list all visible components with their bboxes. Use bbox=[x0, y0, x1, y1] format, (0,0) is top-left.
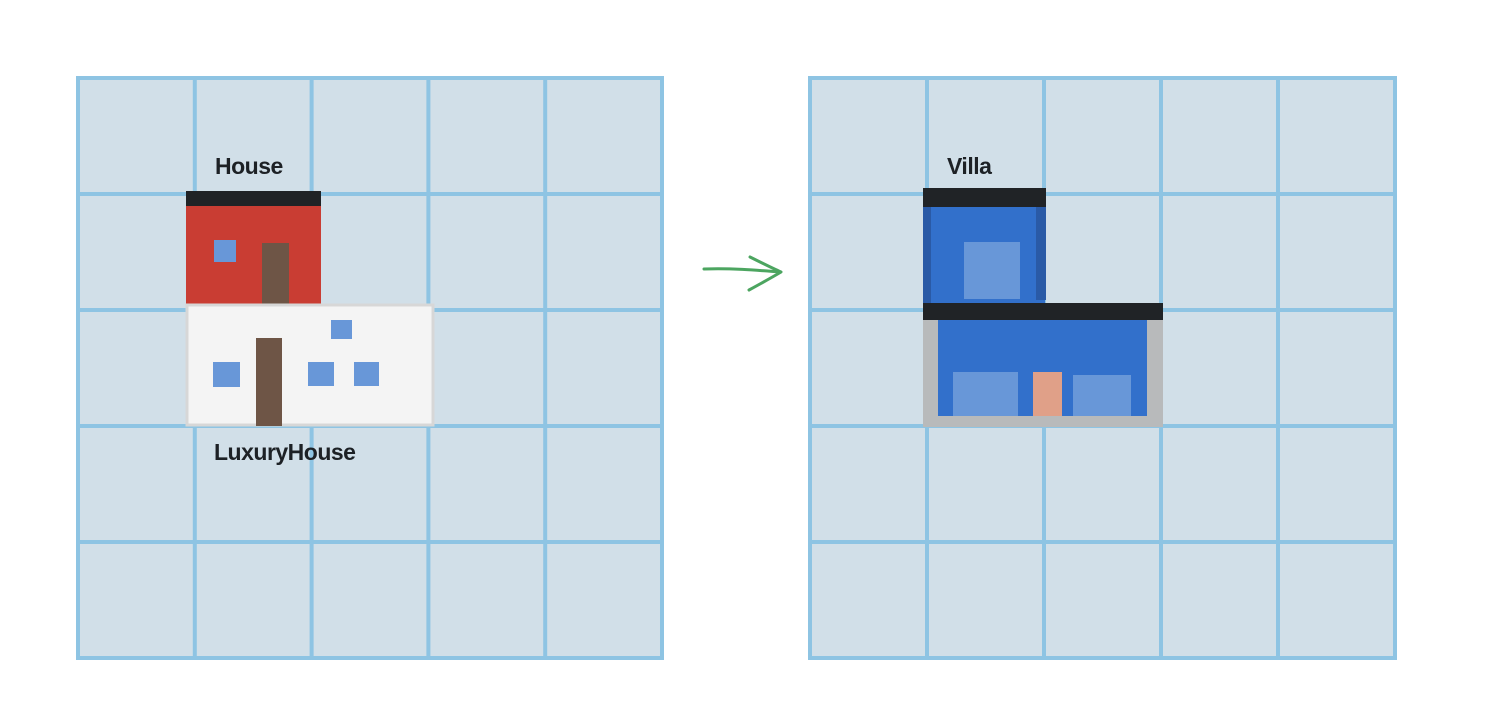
house-wall bbox=[186, 200, 321, 306]
villa-upper-window bbox=[964, 242, 1020, 299]
villa-upper-shade bbox=[1036, 198, 1046, 300]
luxury-house-window bbox=[331, 320, 352, 339]
house-roof bbox=[186, 191, 321, 206]
luxury-house-building[interactable] bbox=[185, 303, 435, 427]
villa-building[interactable] bbox=[923, 188, 1163, 427]
villa-lower-window bbox=[953, 372, 1018, 416]
luxury-house-window bbox=[213, 362, 240, 387]
board-after: Villa bbox=[808, 76, 1397, 660]
villa-upper-roof bbox=[923, 188, 1046, 207]
board-after-grid bbox=[808, 76, 1397, 660]
villa-door bbox=[1033, 372, 1062, 416]
villa-label: Villa bbox=[947, 153, 992, 179]
luxury-house-door bbox=[256, 338, 282, 426]
arrow-right-icon bbox=[702, 255, 783, 292]
luxury-house-window bbox=[354, 362, 379, 386]
house-label: House bbox=[215, 153, 283, 179]
house-window bbox=[214, 240, 236, 262]
house-door bbox=[262, 243, 289, 306]
house-building[interactable] bbox=[186, 191, 321, 306]
luxury-house-window bbox=[308, 362, 334, 386]
villa-lower-roof bbox=[923, 303, 1163, 320]
villa-upper-shade bbox=[923, 198, 931, 308]
board-before: House LuxuryHouse bbox=[76, 76, 664, 660]
luxury-house-label: LuxuryHouse bbox=[214, 439, 355, 465]
villa-lower-window bbox=[1073, 375, 1131, 416]
